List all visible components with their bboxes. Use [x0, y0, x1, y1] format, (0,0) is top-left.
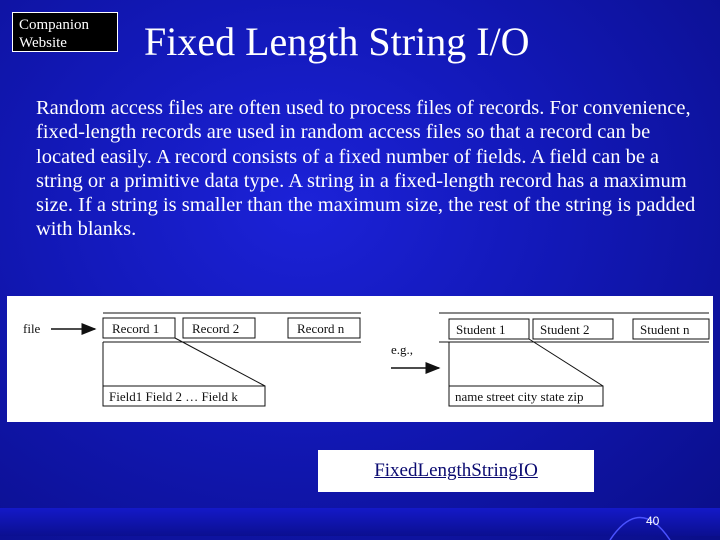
bottom-bar — [0, 508, 720, 536]
record-box — [182, 317, 256, 339]
slide-body-text: Random access files are often used to pr… — [36, 97, 696, 241]
eg-label: e.g., — [391, 342, 413, 357]
student-label: Student 1 — [456, 322, 505, 337]
student-label: Student n — [640, 322, 690, 337]
fields-label: Field1 Field 2 … Field k — [109, 389, 238, 404]
student-box — [448, 318, 530, 340]
record-label: Record 1 — [112, 321, 159, 336]
student-box — [632, 318, 710, 340]
slide-title: Fixed Length String I/O — [144, 19, 530, 64]
file-label: file — [23, 321, 41, 336]
record-box — [102, 317, 176, 339]
record-box — [287, 317, 361, 339]
corner-arc-decoration — [609, 516, 671, 540]
record-diagram-svg: file Record 1 Record 2 Record n Field1 F… — [23, 312, 710, 407]
fields-box — [102, 385, 266, 407]
student-fields-label: name street city state zip — [455, 389, 584, 404]
expand-line-right — [174, 337, 266, 387]
example-link-box: FixedLengthStringIO — [318, 450, 594, 492]
student-fields-box — [448, 385, 604, 407]
companion-website-link[interactable]: Companion Website — [12, 12, 118, 52]
student-expand-right — [528, 338, 604, 387]
record-diagram: file Record 1 Record 2 Record n Field1 F… — [7, 296, 713, 422]
example-program-link[interactable]: FixedLengthStringIO — [374, 460, 538, 481]
record-label: Record n — [297, 321, 345, 336]
student-label: Student 2 — [540, 322, 589, 337]
page-number: 40 — [646, 514, 660, 528]
student-box — [532, 318, 614, 340]
record-label: Record 2 — [192, 321, 239, 336]
